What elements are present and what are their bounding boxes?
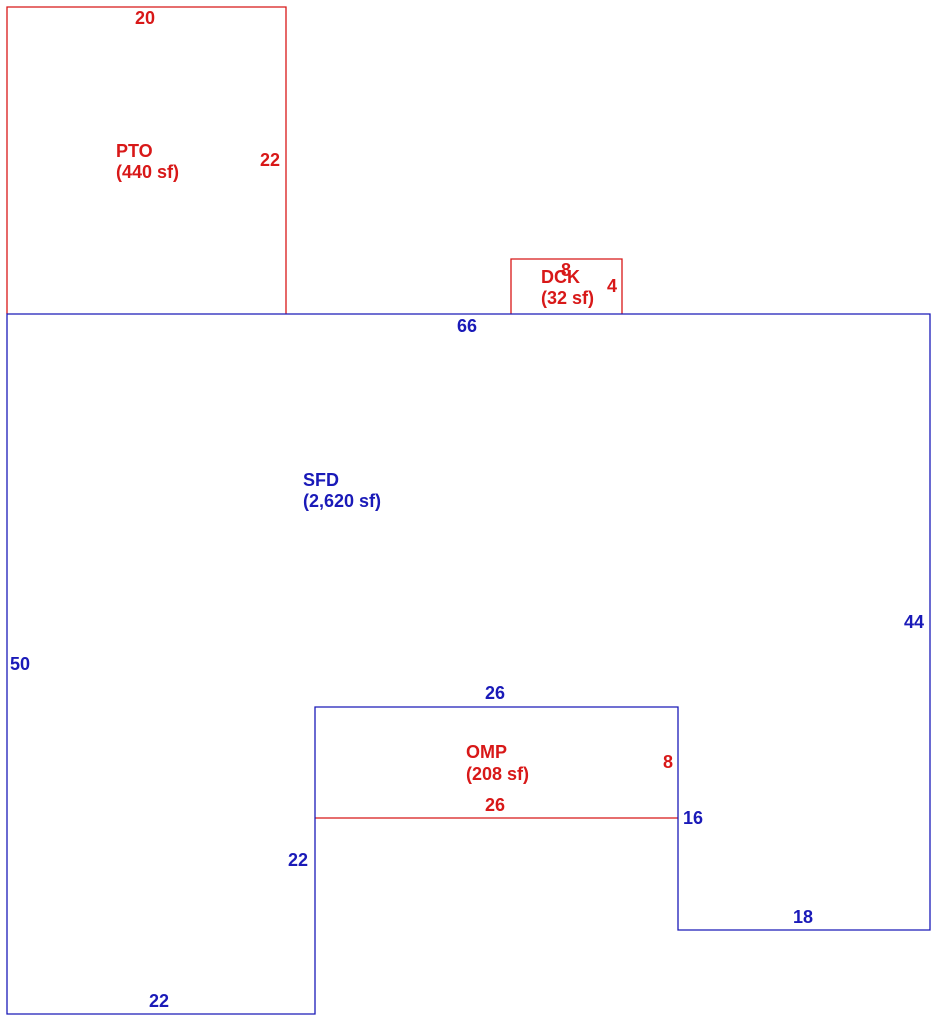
sfd-dim-inner-left: 22 <box>288 850 308 870</box>
pto-outline <box>6 6 287 314</box>
omp-area: (208 sf) <box>466 764 529 784</box>
pto-code: PTO <box>116 141 153 161</box>
sfd-dim-left: 50 <box>10 654 30 674</box>
sfd-dim-notch-top: 26 <box>485 683 505 703</box>
pto-label: PTO (440 sf) <box>116 141 179 182</box>
omp-dim-bottom: 26 <box>485 795 505 815</box>
sfd-dim-bottom-right: 18 <box>793 907 813 927</box>
omp-label: OMP (208 sf) <box>466 742 529 784</box>
omp-dim-right: 8 <box>663 752 673 772</box>
sfd-dim-right: 44 <box>904 612 924 632</box>
sfd-dim-notch-right: 16 <box>683 808 703 828</box>
sfd-area: (2,620 sf) <box>303 491 381 511</box>
sfd-label: SFD (2,620 sf) <box>303 470 381 511</box>
dck-dim-top: 8 <box>561 260 571 280</box>
pto-dim-right: 22 <box>260 150 280 170</box>
sfd-outline <box>6 313 931 1015</box>
pto-dim-top: 20 <box>135 8 155 28</box>
sfd-code: SFD <box>303 470 339 490</box>
dck-dim-right: 4 <box>607 276 617 296</box>
sfd-dim-top: 66 <box>457 316 477 336</box>
dck-outline <box>510 258 623 314</box>
sfd-dim-bottom-left: 22 <box>149 991 169 1011</box>
omp-code: OMP <box>466 742 507 762</box>
dck-code: DCK <box>541 267 580 287</box>
dck-label: DCK (32 sf) <box>541 267 594 308</box>
dck-area: (32 sf) <box>541 288 594 308</box>
pto-area: (440 sf) <box>116 162 179 182</box>
